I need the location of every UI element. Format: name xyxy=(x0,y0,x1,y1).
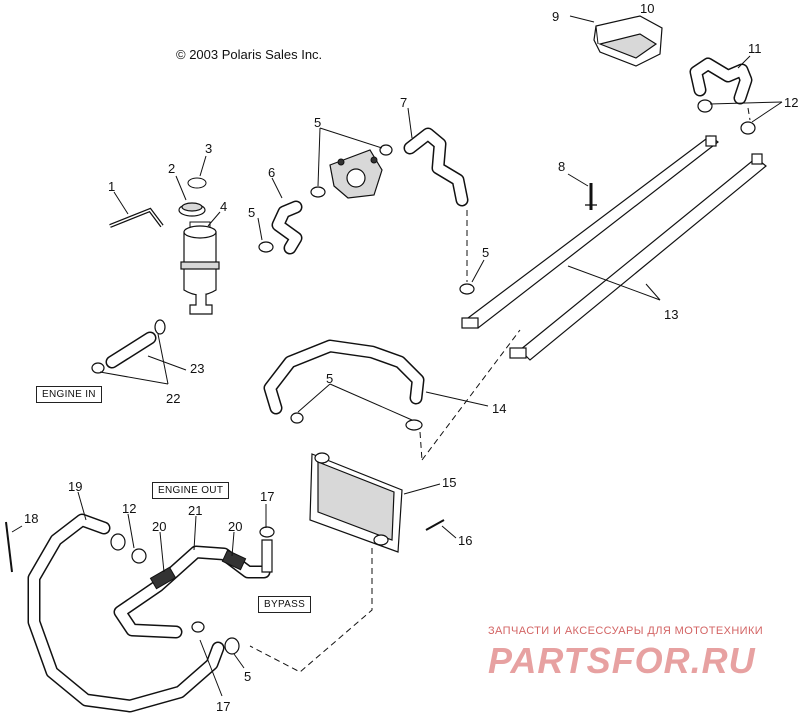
callout-20-right: 20 xyxy=(228,519,243,534)
callout-2: 2 xyxy=(168,161,176,176)
part-16-pin xyxy=(425,519,445,531)
callout-5-left: 5 xyxy=(248,205,256,220)
callout-17-top: 17 xyxy=(260,489,275,504)
callout-10: 10 xyxy=(640,1,655,16)
callout-14: 14 xyxy=(492,401,507,416)
part-7-hose xyxy=(403,127,469,207)
part-21-hose xyxy=(113,526,373,673)
callout-7: 7 xyxy=(400,95,408,110)
watermark-logo: PARTSFOR.RU xyxy=(488,640,756,681)
thermostat-housing xyxy=(329,144,393,199)
part-14-hose xyxy=(263,329,521,461)
part-19-hose xyxy=(27,513,225,713)
callout-9: 9 xyxy=(552,9,560,24)
callout-11: 11 xyxy=(748,41,762,56)
copyright-text: © 2003 Polaris Sales Inc. xyxy=(176,47,323,62)
callout-5-exchanger: 5 xyxy=(482,245,490,260)
part-18-rod xyxy=(5,521,13,573)
engine-in-label: ENGINE IN xyxy=(36,386,102,403)
callout-1: 1 xyxy=(108,179,116,194)
callout-16: 16 xyxy=(458,533,473,548)
part-1-wrench xyxy=(109,207,164,228)
callout-4: 4 xyxy=(220,199,228,214)
part-8-bolt xyxy=(585,183,597,210)
engine-out-label: ENGINE OUT xyxy=(152,482,230,499)
callout-5-hose14: 5 xyxy=(326,371,334,386)
part-2-cap xyxy=(178,202,206,217)
watermark-tagline: ЗАПЧАСТИ И АКСЕССУАРЫ ДЛЯ МОТОТЕХНИКИ xyxy=(488,625,764,637)
callout-3: 3 xyxy=(205,141,213,156)
callout-23: 23 xyxy=(190,361,205,376)
part-4-reservoir xyxy=(180,221,220,315)
callout-21: 21 xyxy=(188,503,203,518)
callout-20-left: 20 xyxy=(152,519,167,534)
callout-6: 6 xyxy=(268,165,276,180)
part-6-hose xyxy=(258,186,326,255)
bypass-label: BYPASS xyxy=(258,596,312,613)
part-13-exchangers xyxy=(459,107,767,361)
part-23-hose xyxy=(91,319,166,374)
callout-12-bottom: 12 xyxy=(122,501,137,516)
callout-5-bottom: 5 xyxy=(244,669,252,684)
callout-13: 13 xyxy=(664,307,679,322)
callout-8: 8 xyxy=(558,159,566,174)
part-15-plate xyxy=(309,452,403,553)
callout-15: 15 xyxy=(442,475,457,490)
callout-12-top: 12 xyxy=(784,95,799,110)
part-10-cover xyxy=(593,15,663,67)
leader-lines xyxy=(11,15,783,697)
callout-17-bottom: 17 xyxy=(216,699,231,714)
callout-18: 18 xyxy=(24,511,39,526)
callout-22: 22 xyxy=(166,391,181,406)
part-3-oring xyxy=(187,177,207,189)
part-11-hose xyxy=(689,57,756,135)
callout-19: 19 xyxy=(68,479,83,494)
callout-5-thermostat: 5 xyxy=(314,115,322,130)
